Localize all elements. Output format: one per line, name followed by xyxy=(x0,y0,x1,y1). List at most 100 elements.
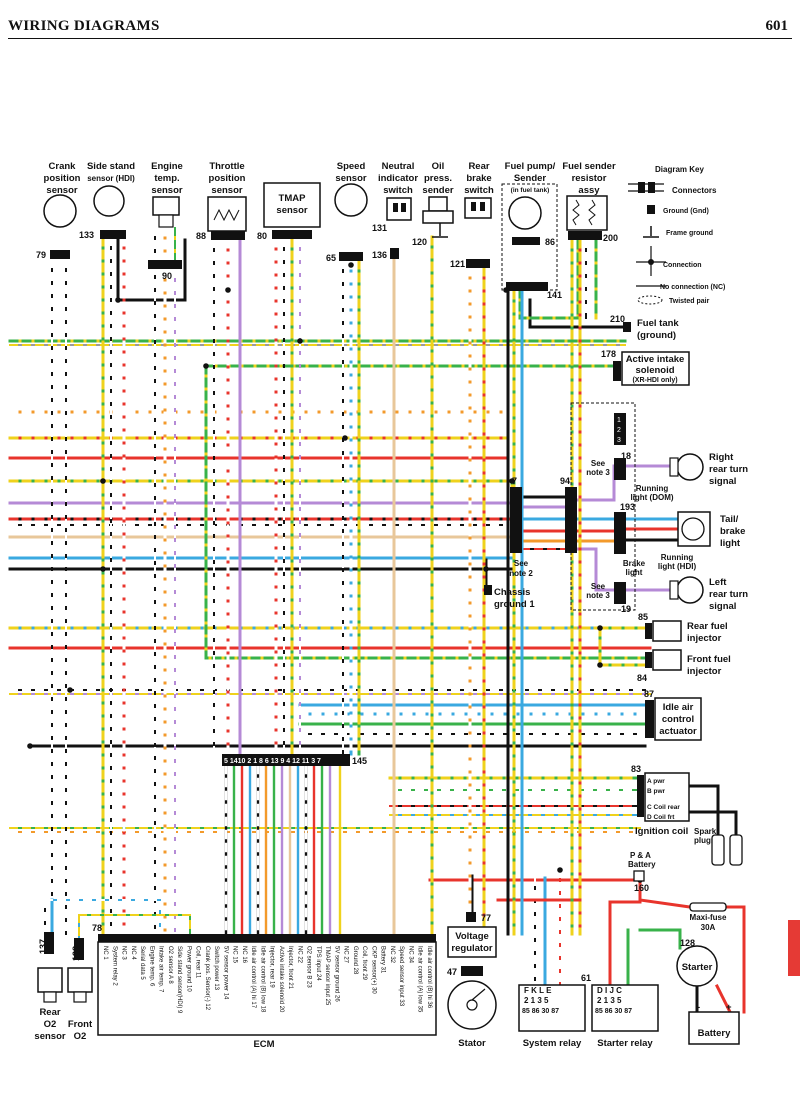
svg-text:ECM: ECM xyxy=(253,1039,274,1050)
svg-text:30A: 30A xyxy=(701,923,716,932)
svg-text:rear turn: rear turn xyxy=(709,589,748,600)
oil-pressure-sender: Oil press. sender 120 xyxy=(412,161,454,247)
svg-text:System relay: System relay xyxy=(523,1038,582,1049)
svg-text:86: 86 xyxy=(545,237,555,247)
svg-text:ground 1: ground 1 xyxy=(494,599,535,610)
svg-text:signal: signal xyxy=(709,601,736,612)
svg-text:O2: O2 xyxy=(74,1031,87,1042)
svg-text:injector: injector xyxy=(687,666,722,677)
rear-o2-sensor: 137 Rear O2 sensor xyxy=(34,932,66,1042)
svg-text:A pwr: A pwr xyxy=(647,778,665,785)
rear-lighting-group: 1 2 3 18 See note 3 Right rear turn sign… xyxy=(570,402,748,614)
svg-text:Fuel sender: Fuel sender xyxy=(562,161,616,172)
wires xyxy=(8,226,746,1015)
svg-text:rear turn: rear turn xyxy=(709,464,748,475)
ecm-pin-label: Switch power 13 xyxy=(213,946,219,991)
wire-stripe xyxy=(44,899,161,935)
svg-text:Fuel pump/: Fuel pump/ xyxy=(505,161,556,172)
svg-text:light (DOM): light (DOM) xyxy=(630,493,673,502)
svg-text:light: light xyxy=(626,568,643,577)
svg-text:See: See xyxy=(591,459,606,468)
fuel-sender-resistor-assy: Fuel sender resistor assy 200 xyxy=(562,161,618,243)
wire xyxy=(575,547,616,592)
active-intake-solenoid: 178 Active intake solenoid (XR-HDI only) xyxy=(601,349,690,386)
throttle-position-sensor: Throttle position sensor 88 xyxy=(196,161,247,241)
svg-text:temp.: temp. xyxy=(154,173,179,184)
ecm-pin-label: NC 27 xyxy=(343,946,349,964)
ecm-pin-label: Power ground 10 xyxy=(185,946,191,992)
svg-text:+: + xyxy=(726,1002,732,1013)
svg-text:136: 136 xyxy=(372,250,387,260)
svg-text:145: 145 xyxy=(352,756,367,766)
svg-text:P & A: P & A xyxy=(630,851,651,860)
wire-junction xyxy=(509,478,515,484)
svg-text:Starter: Starter xyxy=(682,962,713,973)
svg-text:Voltage: Voltage xyxy=(455,931,489,942)
battery: - + Battery xyxy=(688,1002,740,1045)
svg-text:121: 121 xyxy=(450,259,465,269)
svg-text:press.: press. xyxy=(424,173,452,184)
svg-text:133: 133 xyxy=(79,230,94,240)
wire-junction xyxy=(203,363,209,369)
svg-text:actuator: actuator xyxy=(659,726,697,737)
svg-text:Diagram Key: Diagram Key xyxy=(655,165,704,174)
wire xyxy=(724,905,746,1014)
svg-text:Battery: Battery xyxy=(628,860,656,869)
svg-text:Spark: Spark xyxy=(694,827,717,836)
wire xyxy=(116,236,187,302)
wire-junction xyxy=(597,662,603,668)
svg-text:solenoid: solenoid xyxy=(635,365,674,376)
svg-text:sensor: sensor xyxy=(46,185,77,196)
svg-text:resistor: resistor xyxy=(572,173,607,184)
svg-text:131: 131 xyxy=(372,223,387,233)
svg-text:200: 200 xyxy=(603,233,618,243)
svg-text:sender: sender xyxy=(422,185,453,196)
svg-text:178: 178 xyxy=(601,349,616,359)
wire xyxy=(714,983,733,1015)
wire-junction xyxy=(342,435,348,441)
ecm-pin-label: Side stand sensor(HDI) 9 xyxy=(176,946,182,1014)
ecm-pin-label: NC 1 xyxy=(102,946,108,960)
wire xyxy=(528,298,627,329)
wire xyxy=(428,878,642,987)
wire-stripe xyxy=(204,364,652,660)
wire-junction xyxy=(483,566,489,572)
svg-text:47: 47 xyxy=(447,967,457,977)
svg-text:brake: brake xyxy=(720,526,745,537)
svg-text:light (HDI): light (HDI) xyxy=(658,562,697,571)
front-o2-sensor: 138 Front O2 sensor xyxy=(67,938,93,1042)
svg-text:F K L E: F K L E xyxy=(524,986,552,995)
wire-junction xyxy=(297,338,303,344)
svg-text:Front: Front xyxy=(68,1019,93,1030)
svg-text:sensor: sensor xyxy=(276,205,307,216)
system-relay: F K L E 2 1 3 5 85 86 30 87 System relay… xyxy=(518,973,591,1049)
front-fuel-injector: Front fuel injector 84 xyxy=(637,649,731,683)
wire xyxy=(687,784,720,837)
ecm-pin-label: 5V sensor power 14 xyxy=(222,946,228,1000)
svg-text:2 1 3 5: 2 1 3 5 xyxy=(597,996,622,1005)
ecm-pin-label: NC 16 xyxy=(241,946,247,964)
page-header: WIRING DIAGRAMS 601 xyxy=(0,0,800,42)
speed-sensor: Speed sensor 65 xyxy=(326,161,368,263)
svg-text:note 3: note 3 xyxy=(586,591,610,600)
wire xyxy=(638,928,682,950)
svg-text:O2: O2 xyxy=(44,1019,57,1030)
rear-brake-switch: Rear brake switch 121 xyxy=(450,161,494,269)
svg-text:note 3: note 3 xyxy=(586,468,610,477)
ecm-pin-label: CKP sensor(+) 30 xyxy=(370,946,376,994)
svg-text:83: 83 xyxy=(631,764,641,774)
rear-fuel-injector: 85 Rear fuel injector xyxy=(638,612,728,644)
svg-text:sensor (HDI): sensor (HDI) xyxy=(87,174,135,183)
ecm-pin-label: TPS input 24 xyxy=(315,946,321,981)
svg-text:137: 137 xyxy=(38,939,48,954)
svg-text:brake: brake xyxy=(466,173,491,184)
svg-text:90: 90 xyxy=(162,271,172,281)
svg-text:78: 78 xyxy=(92,923,102,933)
svg-text:3: 3 xyxy=(617,437,621,444)
ecm-pin-label: NC 4 xyxy=(130,946,136,960)
ecm-pin-label: Serial data 5 xyxy=(139,946,145,980)
svg-text:80: 80 xyxy=(257,231,267,241)
voltage-regulator: 77 Voltage regulator 77 xyxy=(447,912,497,958)
svg-text:Sender: Sender xyxy=(514,173,547,184)
svg-text:Crank: Crank xyxy=(49,161,77,172)
